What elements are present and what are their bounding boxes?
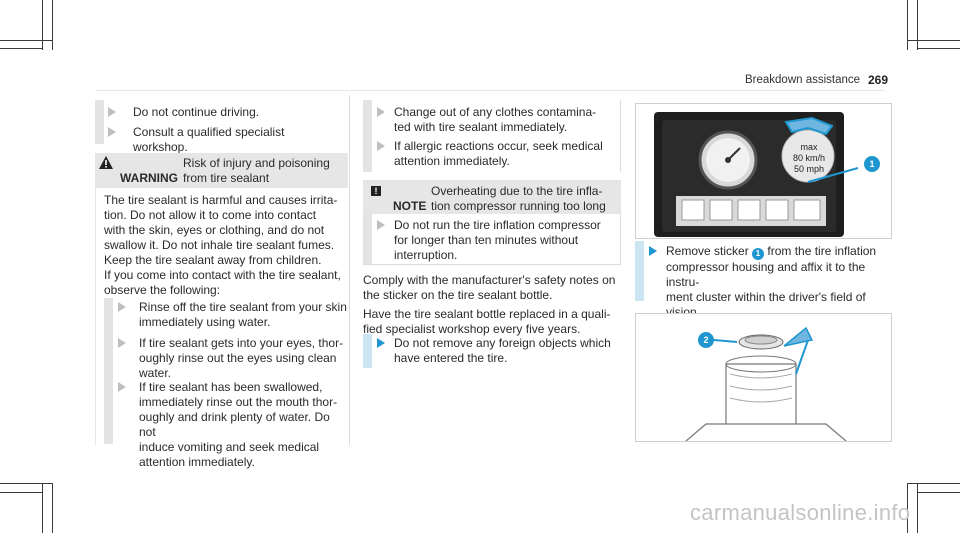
crop-mark (907, 0, 908, 50)
bullet-sidebar (95, 100, 104, 144)
bullet-sidebar (104, 298, 113, 444)
arrow-bullet-icon (118, 338, 126, 348)
crop-mark (907, 483, 960, 484)
crop-mark (0, 40, 52, 41)
callout-1: 1 (869, 159, 875, 169)
crop-mark (917, 492, 960, 493)
bullet-sidebar (635, 241, 644, 301)
note-border (620, 214, 621, 264)
column-divider (620, 100, 621, 172)
note-subtitle: Overheating due to the tire infla- tion … (431, 184, 606, 213)
note-header (363, 180, 621, 214)
arrow-bullet-icon (649, 246, 657, 256)
crop-mark (0, 48, 42, 49)
crop-mark (0, 483, 52, 484)
sticker-text: max 80 km/h 50 mph (792, 142, 825, 174)
crop-mark (0, 492, 42, 493)
arrow-bullet-icon (118, 382, 126, 392)
bullet-sidebar (363, 334, 372, 368)
warning-header (95, 153, 348, 188)
section-title: Breakdown assistance (745, 74, 861, 86)
crop-mark (907, 40, 960, 41)
arrow-bullet-icon (377, 338, 385, 348)
crop-mark (42, 0, 43, 50)
warning-title: WARNING (120, 171, 178, 185)
crop-mark (52, 0, 53, 50)
crop-mark (52, 483, 53, 533)
warning-border (95, 188, 96, 445)
header-rule (95, 90, 885, 91)
note-icon: ! (371, 186, 381, 196)
crop-mark (917, 483, 918, 533)
bullet-sidebar (363, 100, 372, 172)
bullet-sidebar (363, 214, 372, 264)
callout-2: 2 (703, 335, 709, 345)
note-title: NOTE (393, 199, 427, 213)
crop-mark (42, 483, 43, 533)
compressor-figure: max 80 km/h 50 mph 1 (635, 103, 892, 239)
crop-mark (907, 483, 908, 533)
callout-1-badge: 1 (752, 248, 765, 260)
arrow-bullet-icon (118, 302, 126, 312)
arrow-bullet-icon (377, 141, 385, 151)
warning-body: The tire sealant is harmful and causes i… (104, 193, 338, 267)
arrow-bullet-icon (377, 107, 385, 117)
crop-mark (917, 48, 960, 49)
arrow-bullet-icon (108, 107, 116, 117)
page-number: 269 (868, 73, 889, 87)
warning-triangle-icon (99, 156, 113, 173)
warning-subtitle: Risk of injury and poisoning from tire s… (183, 156, 330, 185)
paragraph: Have the tire sealant bottle replaced in… (363, 307, 611, 336)
sealant-bottle-figure: 2 (635, 313, 892, 442)
watermark: carmanualsonline.info (690, 500, 911, 525)
column-divider (349, 95, 350, 445)
compressor-illustration (654, 112, 880, 237)
crop-mark (917, 0, 918, 50)
bottle-illustration (685, 326, 847, 441)
arrow-bullet-icon (377, 220, 385, 230)
arrow-bullet-icon (108, 127, 116, 137)
paragraph: Comply with the manufacturer's safety no… (363, 273, 616, 302)
warning-body: If you come into contact with the tire s… (104, 268, 341, 297)
note-border (363, 264, 621, 265)
